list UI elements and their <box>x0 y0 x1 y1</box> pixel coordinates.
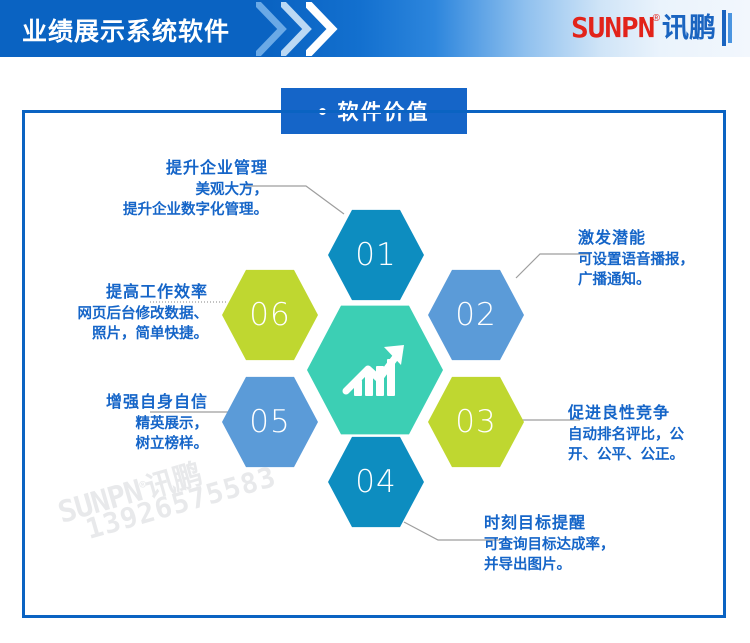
item-04-body-line2: 并导出图片。 <box>484 557 571 574</box>
hexagon-05[interactable]: 05 <box>222 376 318 468</box>
item-02-body-line1: 可设置语音播报， <box>578 252 694 269</box>
item-01-body-line1: 美观大方， <box>195 182 269 199</box>
chevron-right-icon <box>306 2 340 56</box>
item-05-title: 增强自身自信 <box>105 394 208 411</box>
item-03-body-line2: 开、公平、公正。 <box>568 447 684 464</box>
item-01-text: 提升企业管理 美观大方， 提升企业数字化管理。 <box>48 158 268 220</box>
logo-chinese-name: 讯鹏 <box>662 12 716 43</box>
item-03-text: 促进良性竞争 自动排名评比，公 开、公平、公正。 <box>568 403 743 465</box>
item-05-text: 增强自身自信 精英展示， 树立榜样。 <box>8 392 208 454</box>
hexagon-number: 06 <box>249 297 291 333</box>
item-06-body-line1: 网页后台修改数据、 <box>77 306 209 323</box>
hexagon-06[interactable]: 06 <box>222 269 318 361</box>
item-06-text: 提高工作效率 网页后台修改数据、 照片，简单快捷。 <box>8 282 209 344</box>
chevron-decoration <box>256 2 366 56</box>
hexagon-03[interactable]: 03 <box>428 376 524 468</box>
item-05-body-line2: 树立榜样。 <box>135 436 209 453</box>
item-02-body-line2: 广播通知。 <box>578 272 651 289</box>
hexagon-number: 05 <box>249 404 291 440</box>
item-06-title: 提高工作效率 <box>105 284 208 301</box>
item-04-text: 时刻目标提醒 可查询目标达成率， 并导出图片。 <box>484 513 684 575</box>
registered-trademark-icon: ® <box>652 12 660 24</box>
item-03-body-line1: 自动排名评比，公 <box>568 427 684 444</box>
hexagon-number: 04 <box>355 464 397 500</box>
item-05-body-line1: 精英展示， <box>135 416 209 433</box>
item-01-title: 提升企业管理 <box>165 160 268 177</box>
logo-wordmark: SUNPN <box>571 11 655 44</box>
item-04-body-line1: 可查询目标达成率， <box>484 537 615 554</box>
item-06-body-line2: 照片，简单快捷。 <box>92 326 208 343</box>
brand-logo: SUNPN ® 讯鹏 <box>571 8 732 48</box>
page-header: 业绩展示系统软件 SUNPN ® 讯鹏 <box>0 0 750 57</box>
item-02-text: 激发潜能 可设置语音播报， 广播通知。 <box>578 228 748 290</box>
logo-bars-icon <box>722 10 732 46</box>
chevron-right-icon <box>281 2 315 56</box>
hexagon-number: 02 <box>455 297 497 333</box>
item-01-body-line2: 提升企业数字化管理。 <box>123 202 268 219</box>
item-02-title: 激发潜能 <box>578 230 647 247</box>
item-04-title: 时刻目标提醒 <box>484 515 587 532</box>
hexagon-number: 01 <box>355 237 397 273</box>
hexagon-number: 03 <box>455 404 497 440</box>
content-frame <box>22 110 726 618</box>
growth-bar-chart-arrow-icon <box>338 336 412 404</box>
hexagon-02[interactable]: 02 <box>428 269 524 361</box>
item-03-title: 促进良性竞争 <box>568 405 671 422</box>
chevron-right-icon <box>256 2 290 56</box>
page-title: 业绩展示系统软件 <box>22 18 231 46</box>
